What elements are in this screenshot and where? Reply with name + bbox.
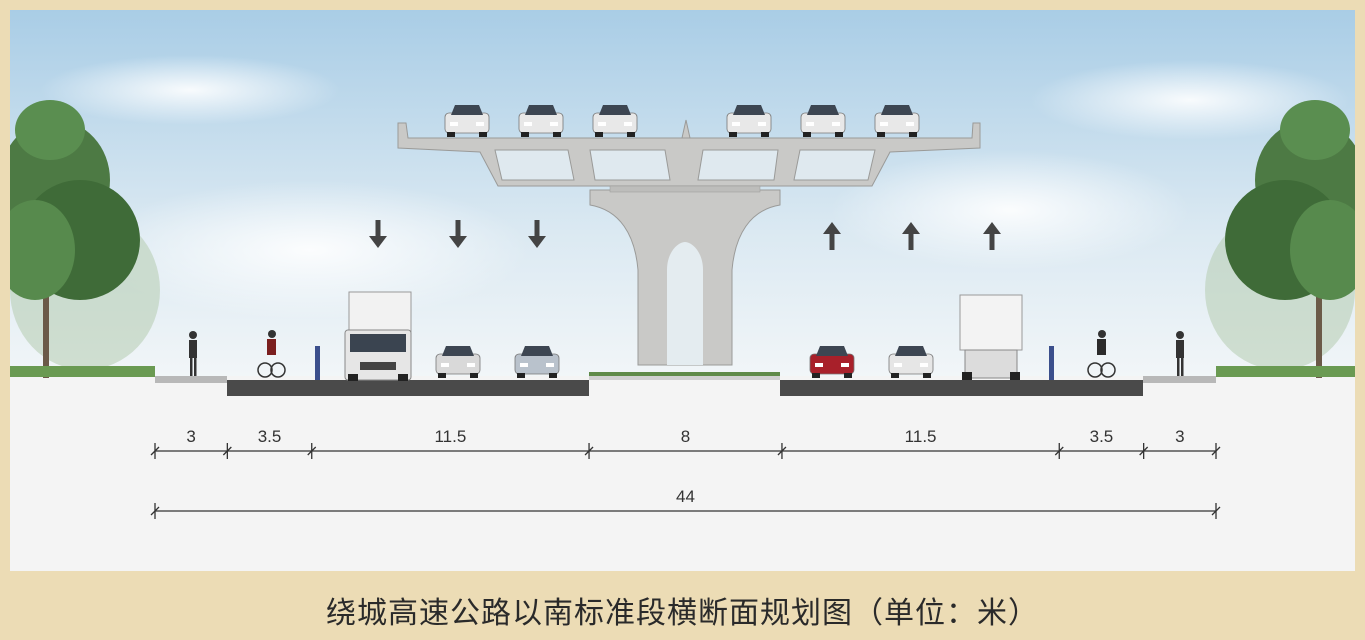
deck-car (874, 105, 920, 137)
cloud (1030, 60, 1350, 140)
dimension-label-2: 11.5 (434, 427, 467, 446)
deck-car (726, 105, 772, 137)
cross-section-diagram: 3 3.5 11.5 8 11.5 3.5 3 44 (10, 10, 1355, 571)
truck-left (344, 291, 412, 381)
tree-left (10, 100, 160, 378)
cyclist-left (257, 330, 286, 378)
deck-car (518, 105, 564, 137)
arrow-up-icon (902, 222, 920, 250)
sidewalk-right (1143, 376, 1216, 383)
road-right (780, 380, 1143, 396)
car (435, 346, 481, 378)
bollard-right (1049, 346, 1054, 380)
cross-section-drawing (10, 10, 1355, 571)
car (888, 346, 934, 378)
truck-right (959, 294, 1023, 380)
dimension-label-1: 3.5 (257, 427, 282, 446)
dimension-label-5: 3.5 (1089, 427, 1114, 446)
car (809, 346, 855, 378)
dimension-label-3: 8 (680, 427, 691, 446)
road-left (227, 380, 589, 396)
arrow-up-icon (823, 222, 841, 250)
hedge-right (1216, 366, 1355, 377)
deck-car (800, 105, 846, 137)
cloud (90, 180, 530, 320)
bollard-left (315, 346, 320, 380)
sidewalk-left (155, 376, 227, 383)
dimension-label-0: 3 (186, 427, 196, 446)
car (514, 346, 560, 378)
deck-car (592, 105, 638, 137)
dimension-label-4: 11.5 (904, 427, 937, 446)
arrow-down-icon (449, 220, 467, 248)
arrow-up-icon (983, 222, 1001, 250)
pedestrian-left (189, 331, 197, 376)
dimension-label-6: 3 (1175, 427, 1185, 446)
tree-right (1205, 100, 1355, 378)
cloud (830, 150, 1190, 270)
cloud (40, 55, 340, 125)
arrow-down-icon (528, 220, 546, 248)
diagram-caption: 绕城高速公路以南标准段横断面规划图（单位：米） (326, 596, 1039, 631)
dimension-label-total: 44 (676, 487, 695, 506)
deck-car (444, 105, 490, 137)
ground (10, 376, 1355, 571)
pedestrian-right (1176, 331, 1184, 376)
hedge-left (10, 366, 155, 377)
cyclist-right (1087, 330, 1116, 378)
arrow-down-icon (369, 220, 387, 248)
